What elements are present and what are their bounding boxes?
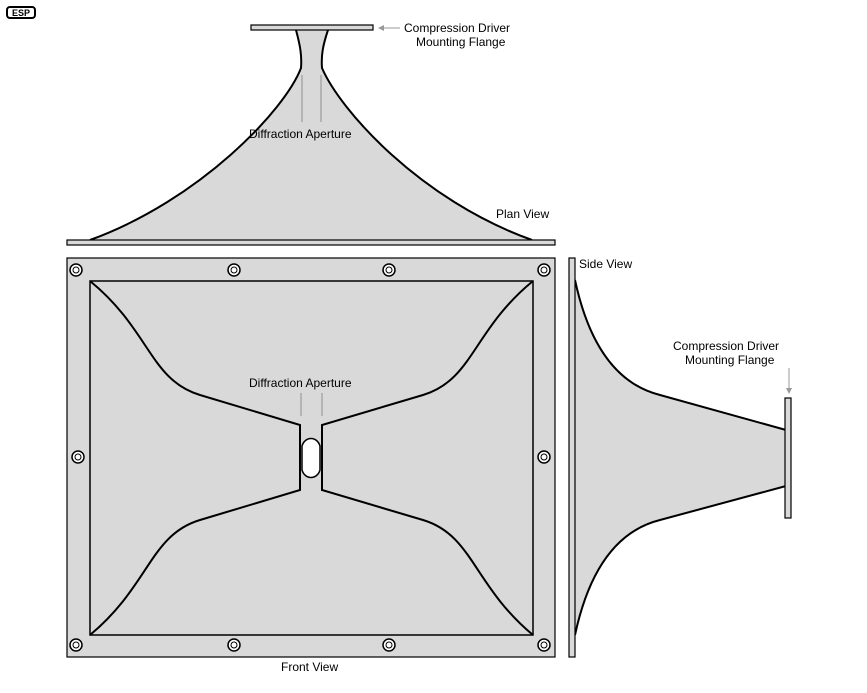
- svg-text:Mounting Flange: Mounting Flange: [416, 35, 506, 49]
- screw-icon: [227, 638, 241, 652]
- front-aperture-label: Diffraction Aperture: [249, 376, 352, 390]
- plan-driver-flange: [250, 24, 374, 31]
- aperture-opening: [301, 437, 321, 479]
- screw-icon: [537, 263, 551, 277]
- side-view-label: Side View: [579, 257, 632, 271]
- svg-text:Mounting Flange: Mounting Flange: [685, 353, 775, 367]
- front-view: Diffraction Aperture Front View: [66, 257, 556, 674]
- screw-icon: [382, 263, 396, 277]
- plan-aperture-label: Diffraction Aperture: [249, 127, 352, 141]
- esp-logo: ESP: [6, 6, 36, 19]
- screw-icon: [227, 263, 241, 277]
- side-view: Side View Compression Driver Mounting Fl…: [568, 257, 792, 658]
- screw-icon: [537, 450, 551, 464]
- screw-icon: [382, 638, 396, 652]
- plan-flange-label: Compression Driver: [404, 21, 510, 35]
- front-view-label: Front View: [281, 660, 338, 674]
- screw-icon: [69, 263, 83, 277]
- mounting-screws: [69, 263, 551, 652]
- plan-mouth-flange: [66, 239, 556, 246]
- plan-view-label: Plan View: [496, 207, 549, 221]
- plan-view: Compression Driver Mounting Flange Diffr…: [66, 21, 556, 246]
- side-flange-label: Compression Driver: [673, 339, 779, 353]
- screw-icon: [537, 638, 551, 652]
- screw-icon: [71, 450, 85, 464]
- screw-icon: [69, 638, 83, 652]
- svg-text:ESP: ESP: [12, 8, 30, 18]
